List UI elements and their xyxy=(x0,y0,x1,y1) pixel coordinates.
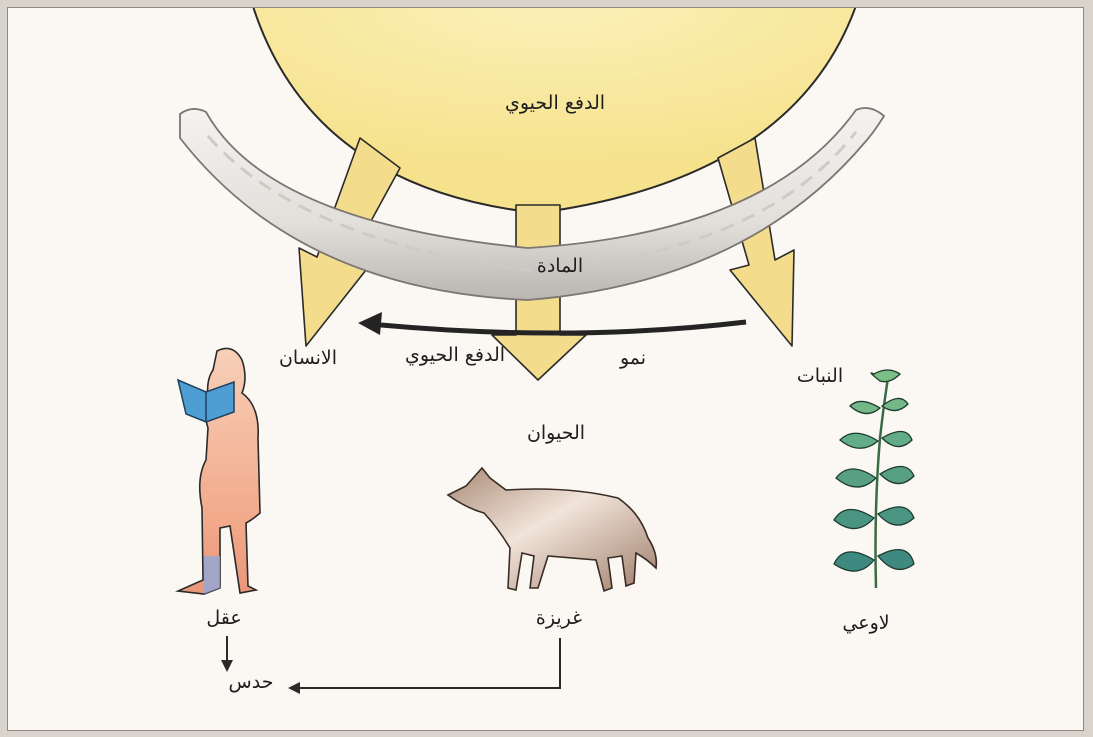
leaf-9 xyxy=(878,507,914,525)
intuition-label: حدس xyxy=(229,671,274,693)
wolf-body xyxy=(448,468,656,591)
vital-impulse-label: الدفع الحيوي xyxy=(505,92,605,114)
vital-impulse-arrow-label: الدفع الحيوي xyxy=(405,344,505,366)
instinct-connector-line xyxy=(298,638,560,688)
human-label: الانسان xyxy=(279,347,337,369)
leaf-4 xyxy=(840,433,878,448)
leaf-7 xyxy=(880,466,914,483)
leaf-6 xyxy=(836,469,876,487)
plant-label: النبات xyxy=(797,365,843,387)
plant-figure xyxy=(834,370,914,588)
wolf-figure xyxy=(448,468,656,591)
mind-label: عقل xyxy=(206,607,241,629)
matter-label: المادة xyxy=(537,255,583,277)
growth-arrow-head xyxy=(358,312,382,335)
instinct-arrow-head xyxy=(288,682,300,694)
human-legs-shade xyxy=(204,556,220,594)
leaf-5 xyxy=(882,431,912,446)
leaf-2 xyxy=(850,401,880,413)
leaf-10 xyxy=(834,552,874,571)
leaf-11 xyxy=(878,550,914,570)
growth-label: نمو xyxy=(620,347,646,369)
leaf-8 xyxy=(834,509,874,528)
animal-label: الحيوان xyxy=(527,422,585,444)
unconscious-label: لاوعي xyxy=(842,612,889,634)
instinct-label: غريزة xyxy=(536,607,582,629)
connector-arrows xyxy=(227,636,560,688)
leaf-1 xyxy=(871,370,900,382)
figure-frame: الدفع الحيوي المادة نمو الدفع الحيوي الا… xyxy=(7,7,1084,731)
human-figure xyxy=(178,348,260,594)
